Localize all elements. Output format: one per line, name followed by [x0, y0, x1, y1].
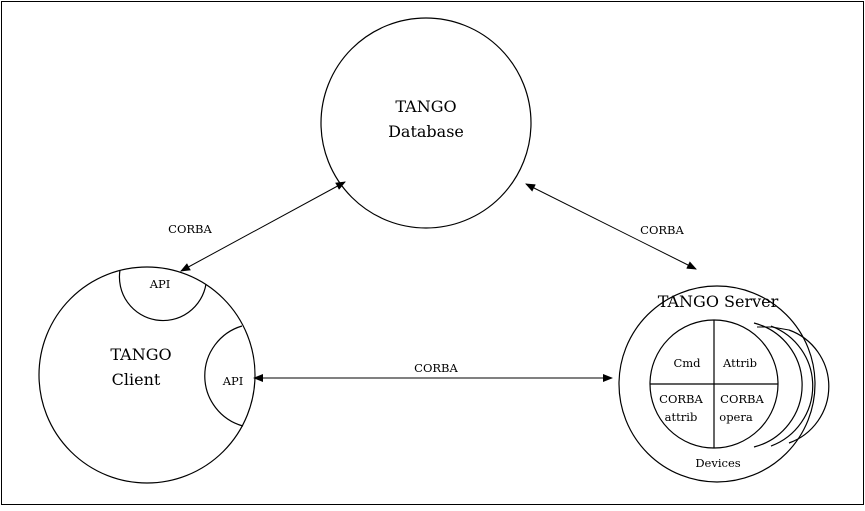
devices-label: Devices: [695, 456, 740, 470]
device-attrib-label: Attrib: [722, 356, 757, 370]
link-database-server-label: CORBA: [640, 223, 684, 237]
device-corba-opera-label-1: CORBA: [720, 392, 764, 406]
client-api-top-arc: [118, 269, 207, 322]
device-stack-outline-2: [770, 325, 814, 447]
server-node: TANGO Server Cmd Attrib CORBA attrib COR…: [618, 285, 830, 483]
device-cmd-label: Cmd: [673, 356, 701, 370]
client-label-line1: TANGO: [110, 345, 171, 364]
database-circle: [320, 17, 532, 229]
database-label-line2: Database: [388, 122, 464, 141]
device-corba-opera-label-2: opera: [719, 410, 753, 424]
link-database-server-arrow: [525, 183, 697, 270]
client-label-line2: Client: [112, 370, 161, 389]
device-corba-attrib-label-1: CORBA: [659, 392, 703, 406]
link-client-database-arrow: [180, 181, 346, 272]
client-api-right-label: API: [222, 374, 244, 388]
device-stack-outline-1: [753, 322, 803, 448]
server-circle: [618, 285, 816, 483]
link-client-database: CORBA: [168, 181, 346, 272]
device-corba-attrib-label-2: attrib: [665, 410, 698, 424]
client-api-top-label: API: [149, 277, 171, 291]
link-client-server-label: CORBA: [414, 361, 458, 375]
database-label-line1: TANGO: [395, 97, 456, 116]
client-node: API API TANGO Client: [38, 266, 256, 484]
link-database-server: CORBA: [525, 183, 697, 270]
database-node: TANGO Database: [320, 17, 532, 229]
link-client-database-label: CORBA: [168, 222, 212, 236]
device-stack-outline-3: [788, 329, 830, 444]
server-title: TANGO Server: [658, 292, 779, 311]
client-api-right-arc: [204, 325, 244, 427]
device-stack-top-edge: [757, 326, 790, 331]
link-client-server: CORBA: [253, 361, 613, 382]
